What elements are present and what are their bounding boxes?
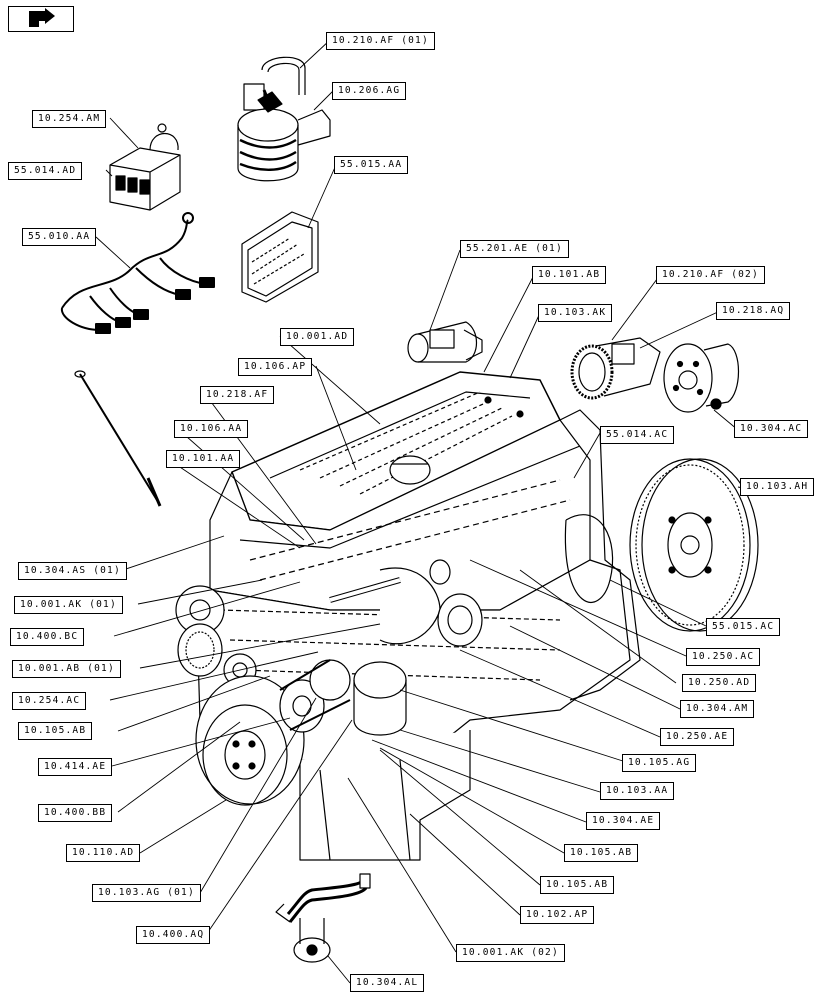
back-navigation-button[interactable]: [8, 6, 74, 32]
callout-label[interactable]: 10.400.AQ: [136, 926, 211, 944]
callout-label[interactable]: 10.101.AB: [532, 266, 607, 284]
flywheel-part[interactable]: [629, 458, 759, 632]
callout-label[interactable]: 10.105.AB: [540, 876, 615, 894]
callout-label[interactable]: 55.014.AD: [8, 162, 83, 180]
callout-label[interactable]: 10.106.AA: [174, 420, 249, 438]
callout-label[interactable]: 10.304.AL: [350, 974, 425, 992]
callout-label[interactable]: 10.400.BB: [38, 804, 113, 822]
callout-label[interactable]: 10.304.AE: [586, 812, 661, 830]
front-pulleys[interactable]: [175, 585, 351, 806]
oil-pickup-part[interactable]: [275, 873, 371, 963]
wire-harness-part[interactable]: [60, 212, 215, 334]
callout-label[interactable]: 10.103.AH: [740, 478, 815, 496]
electrical-module-part[interactable]: [109, 123, 181, 211]
callout-label[interactable]: 10.304.AC: [734, 420, 809, 438]
callout-label[interactable]: 10.210.AF (02): [656, 266, 765, 284]
callout-label[interactable]: 10.304.AM: [680, 700, 755, 718]
dipstick-part[interactable]: [74, 370, 162, 507]
leader-lines: [95, 39, 753, 984]
callout-label[interactable]: 10.210.AF (01): [326, 32, 435, 50]
callout-label[interactable]: 10.254.AM: [32, 110, 107, 128]
callout-label[interactable]: 10.001.AK (02): [456, 944, 565, 962]
fuel-filter-part[interactable]: [237, 56, 331, 182]
callout-label[interactable]: 10.001.AD: [280, 328, 355, 346]
callout-label[interactable]: 10.001.AB (01): [12, 660, 121, 678]
callout-label[interactable]: 10.103.AK: [538, 304, 613, 322]
callout-label[interactable]: 10.110.AD: [66, 844, 141, 862]
callout-label[interactable]: 10.001.AK (01): [14, 596, 123, 614]
callout-label[interactable]: 55.015.AA: [334, 156, 409, 174]
callout-label[interactable]: 10.218.AQ: [716, 302, 791, 320]
back-arrow-icon: [29, 8, 55, 27]
callout-label[interactable]: 10.102.AP: [520, 906, 595, 924]
callout-label[interactable]: 10.400.BC: [10, 628, 85, 646]
callout-label[interactable]: 10.105.AB: [564, 844, 639, 862]
ecu-part[interactable]: [241, 211, 319, 303]
callout-label[interactable]: 10.103.AA: [600, 782, 675, 800]
callout-label[interactable]: 10.206.AG: [332, 82, 407, 100]
callout-label[interactable]: 10.414.AE: [38, 758, 113, 776]
callout-label[interactable]: 10.218.AF: [200, 386, 275, 404]
callout-label[interactable]: 10.250.AE: [660, 728, 735, 746]
callout-label[interactable]: 10.101.AA: [166, 450, 241, 468]
vacuum-pump-part[interactable]: [663, 343, 739, 413]
callout-label[interactable]: 10.250.AC: [686, 648, 761, 666]
callout-label[interactable]: 10.254.AC: [12, 692, 87, 710]
starter-motor-part[interactable]: [407, 321, 483, 363]
callout-label[interactable]: 10.250.AD: [682, 674, 757, 692]
callout-label[interactable]: 55.015.AC: [706, 618, 781, 636]
callout-label[interactable]: 10.106.AP: [238, 358, 313, 376]
callout-label[interactable]: 10.105.AG: [622, 754, 697, 772]
flywheel-ring-part[interactable]: [570, 337, 661, 400]
callout-label[interactable]: 10.103.AG (01): [92, 884, 201, 902]
callout-label[interactable]: 10.105.AB: [18, 722, 93, 740]
callout-label[interactable]: 10.304.AS (01): [18, 562, 127, 580]
callout-label[interactable]: 55.010.AA: [22, 228, 97, 246]
callout-label[interactable]: 55.201.AE (01): [460, 240, 569, 258]
callout-label[interactable]: 55.014.AC: [600, 426, 675, 444]
